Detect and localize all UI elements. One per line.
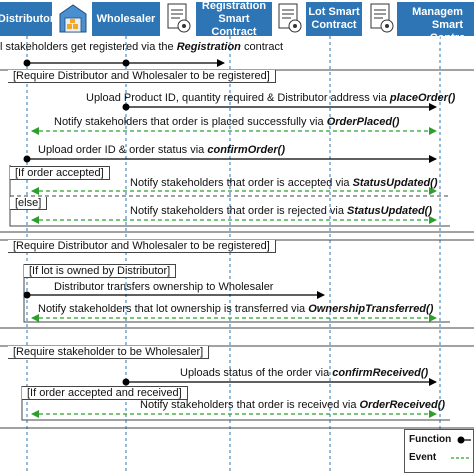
msg-rejected-text: Notify stakeholders that order is reject…	[130, 205, 348, 217]
header-distributor-label: Distributor	[0, 12, 55, 25]
msg-placeorder-text: Upload Product ID, quantity required & D…	[86, 92, 390, 104]
msg-orderreceived-text: Notify stakeholders that order is receiv…	[140, 399, 360, 411]
frame1-guard: [Require Distributor and Wholesaler to b…	[8, 70, 276, 83]
msg-accepted-text: Notify stakeholders that order is accept…	[130, 177, 353, 189]
msg-confirmreceived-fn: confirmReceived()	[332, 367, 429, 379]
header-lot: Lot Smart Contract	[306, 2, 362, 36]
legend-event-label: Event	[409, 452, 437, 463]
frame3-guard: [Require stakeholder to be Wholesaler]	[8, 346, 210, 359]
header-registration-line2: Smart Contract	[211, 12, 257, 38]
alt-accepted-guard: [If order accepted]	[10, 166, 110, 180]
header-order-line1: Order Managem	[412, 0, 463, 18]
alt-lot-owned-box	[23, 264, 450, 323]
msg-transferred-fn: OwnershipTransferred()	[308, 303, 434, 315]
header-wholesaler-label: Wholesaler	[96, 12, 156, 25]
msg-confirmreceived: Uploads status of the order via confirmR…	[180, 367, 428, 379]
msg-register-post: contract	[240, 41, 284, 53]
lot-contract-icon	[274, 2, 304, 34]
dot-placeorder	[122, 103, 130, 111]
header-order-line2: Smart Contra	[429, 19, 466, 44]
header-order: Order Managem Smart Contra	[397, 0, 474, 44]
msg-orderreceived-fn: OrderReceived()	[359, 399, 446, 411]
msg-confirmorder: Upload order ID & order status via confi…	[38, 144, 285, 156]
msg-confirmreceived-text: Uploads status of the order via	[180, 367, 333, 379]
msg-placeorder: Upload Product ID, quantity required & D…	[86, 92, 455, 104]
msg-register-text: l stakeholders get registered via the	[0, 41, 177, 53]
warehouse-icon	[58, 2, 88, 34]
dot-confirmorder	[23, 155, 31, 163]
msg-transferred-text: Notify stakeholders that lot ownership i…	[38, 303, 309, 315]
header-registration-line1: Registration	[201, 0, 267, 12]
msg-rejected: Notify stakeholders that order is reject…	[130, 205, 432, 217]
msg-transfer: Distributor transfers ownership to Whole…	[54, 281, 274, 293]
order-contract-icon	[366, 2, 396, 34]
alt-lot-owned-guard: [If lot is owned by Distributor]	[24, 264, 177, 278]
msg-orderplaced: Notify stakeholders that order is placed…	[54, 116, 399, 128]
alt-received-guard: [If order accepted and received]	[22, 386, 188, 400]
msg-orderreceived: Notify stakeholders that order is receiv…	[140, 399, 445, 411]
dot-register-wholesaler	[122, 59, 130, 67]
dot-transfer	[23, 291, 31, 299]
msg-register-fn: Registration	[176, 41, 241, 53]
msg-confirmorder-text: Upload order ID & order status via	[38, 144, 208, 156]
header-registration: Registration Smart Contract	[196, 0, 272, 38]
dot-confirmreceived	[122, 378, 130, 386]
header-lot-line1: Lot Smart	[308, 6, 360, 18]
msg-register: l stakeholders get registered via the Re…	[0, 41, 283, 53]
alt-accepted-box	[9, 165, 450, 227]
msg-transferred: Notify stakeholders that lot ownership i…	[38, 303, 433, 315]
msg-confirmorder-fn: confirmOrder()	[207, 144, 285, 156]
frame2-guard: [Require Distributor and Wholesaler to b…	[8, 240, 276, 253]
contract-document-icon	[163, 2, 193, 34]
legend: Function Event	[404, 429, 474, 473]
msg-orderplaced-fn: OrderPlaced()	[326, 116, 400, 128]
legend-symbols	[451, 436, 471, 459]
legend-function-label: Function	[409, 434, 452, 445]
header-lot-line2: Contract	[311, 19, 357, 31]
msg-accepted-fn: StatusUpdated()	[352, 177, 438, 189]
msg-orderplaced-text: Notify stakeholders that order is placed…	[54, 116, 327, 128]
msg-accepted: Notify stakeholders that order is accept…	[130, 177, 438, 189]
msg-placeorder-fn: placeOrder()	[389, 92, 456, 104]
frame-receive	[0, 345, 474, 429]
msg-rejected-fn: StatusUpdated()	[347, 205, 432, 217]
header-wholesaler: Wholesaler	[92, 2, 160, 36]
header-distributor: Distributor	[0, 2, 55, 36]
dot-register-distributor	[23, 59, 31, 67]
alt-else-guard: [else]	[10, 197, 48, 210]
